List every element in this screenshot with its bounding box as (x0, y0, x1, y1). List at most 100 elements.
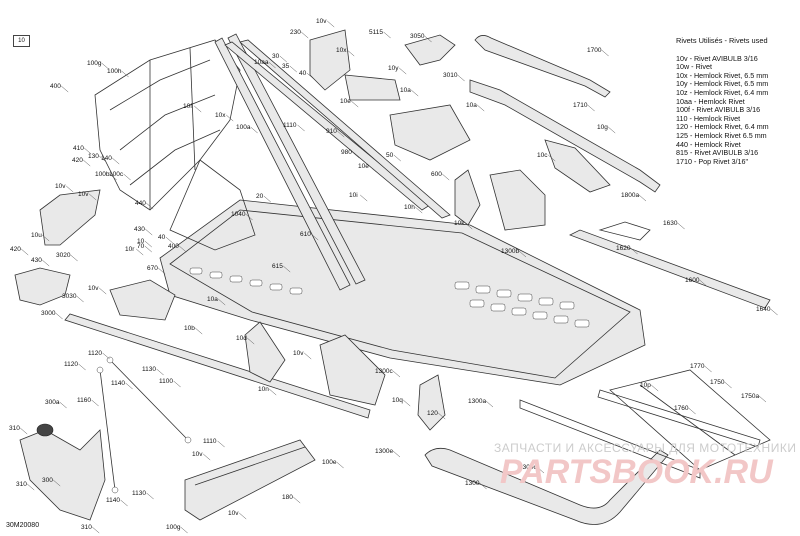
callout-10v: 10v (293, 350, 304, 357)
callout-3020: 3020 (56, 252, 71, 259)
callout-10a: 10a (400, 87, 411, 94)
legend-item: 1710 - Pop Rivet 3/16" (676, 156, 749, 166)
leader-line (83, 159, 91, 167)
callout-1140: 1140 (111, 380, 125, 387)
callout-310: 310 (9, 425, 20, 432)
leader-line (269, 388, 277, 396)
callout-980: 980 (341, 149, 352, 156)
callout-labels: 1700171010g10c1800a163016201600164010v23… (9, 18, 771, 531)
callout-420: 420 (72, 157, 83, 164)
callout-10h: 10h (404, 204, 415, 211)
callout-615: 615 (272, 263, 283, 270)
callout-1800a: 1800a (621, 192, 639, 199)
callout-420: 420 (10, 246, 21, 253)
leader-line (99, 155, 107, 163)
leader-line (144, 240, 152, 248)
callout-440: 440 (135, 200, 146, 207)
callout-30: 30 (272, 53, 280, 60)
legend-item: 100f - Rivet AVIBULB 3/16 (676, 105, 761, 115)
leader-line (289, 65, 297, 73)
rear-frame-1750 (609, 369, 771, 471)
leader-line (383, 31, 391, 39)
callout-3010: 3010 (443, 72, 458, 79)
callout-100c: 100c (109, 171, 124, 178)
callout-100g: 100g (87, 60, 102, 67)
leader-line (112, 157, 120, 165)
leader-line (304, 352, 312, 360)
callout-1120: 1120 (88, 350, 102, 357)
leader-line (102, 352, 110, 360)
callout-1120: 1120 (64, 361, 78, 368)
callout-3030: 3030 (62, 293, 77, 300)
callout-1600: 1600 (685, 277, 700, 284)
callout-410: 410 (73, 145, 84, 152)
leader-line (217, 440, 225, 448)
leader-line (173, 380, 181, 388)
callout-300a: 300a (45, 399, 60, 406)
callout-1300: 1300 (465, 480, 480, 487)
callout-10q: 10q (392, 397, 403, 404)
leader-line (601, 49, 609, 57)
leader-line (247, 337, 255, 345)
leader-line (369, 165, 377, 173)
callout-1300a: 1300a (468, 398, 486, 405)
leader-line (61, 85, 69, 93)
leader-line (144, 245, 152, 253)
leader-line (485, 400, 494, 408)
legend-item: 110 - Hemlock Rivet (676, 113, 741, 123)
leader-line (179, 245, 187, 253)
callout-910: 910 (326, 128, 337, 135)
leader-line (477, 104, 485, 112)
leader-line (393, 154, 401, 162)
leader-line (92, 526, 100, 534)
leader-line (59, 401, 67, 409)
leader-line (180, 526, 188, 534)
document-ref: 30M20080 (6, 522, 40, 529)
leader-line (442, 173, 450, 181)
callout-600: 600 (431, 171, 442, 178)
callout-10: 10 (137, 238, 145, 245)
front-frame (94, 39, 256, 251)
callout-35: 35 (282, 63, 290, 70)
callout-70: 70 (137, 243, 145, 250)
leader-line (245, 213, 253, 221)
leader-line (424, 35, 432, 43)
callout-40: 40 (158, 234, 166, 241)
leader-line (20, 427, 28, 435)
callout-10x: 10x (215, 112, 226, 119)
leader-line (263, 195, 271, 203)
leader-line (638, 194, 647, 202)
leader-line (770, 308, 778, 316)
leader-line (109, 173, 117, 181)
watermark-logo: PARTSBOOK.RU (500, 453, 774, 489)
legend-item: 815 - Rivet AVIBULB 3/16 (676, 148, 759, 158)
leader-line (457, 74, 465, 82)
leader-line (125, 382, 133, 390)
callout-3050: 3050 (410, 33, 425, 40)
upper-column-bars (214, 33, 451, 291)
callout-1110: 1110 (283, 122, 297, 129)
leader-line (203, 453, 211, 461)
leader-line (121, 70, 129, 78)
callout-10aa: 10aa (254, 59, 269, 66)
legend-item: 10z - Hemlock Rivet, 6.4 mm (676, 87, 769, 97)
leader-line (42, 259, 50, 267)
callout-10k: 10k (454, 220, 465, 227)
callout-10p: 10p (640, 382, 651, 389)
leader-line (84, 147, 92, 155)
callout-10x: 10x (336, 47, 347, 54)
callout-120: 120 (427, 410, 438, 417)
leader-line (195, 327, 203, 335)
callout-1110: 1110 (203, 438, 217, 445)
callout-10v: 10v (316, 18, 327, 25)
callout-1160: 1160 (77, 397, 91, 404)
leader-line (347, 49, 355, 57)
leader-line (55, 312, 63, 320)
leader-line (145, 228, 153, 236)
callout-1640: 1640 (756, 306, 771, 313)
callout-10r: 10r (125, 246, 135, 253)
leader-line (352, 151, 360, 159)
callout-10a: 10a (207, 296, 218, 303)
callout-1300e: 1300e (375, 448, 393, 455)
